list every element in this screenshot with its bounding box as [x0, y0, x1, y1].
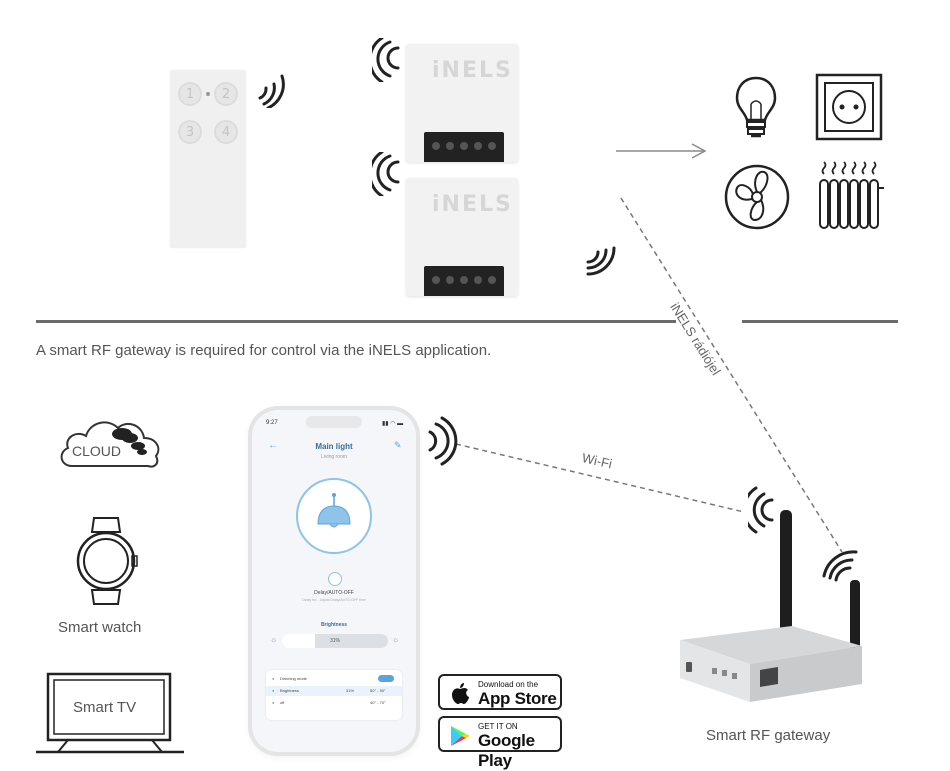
relay-terminal — [424, 132, 504, 162]
row-label: off — [280, 700, 285, 705]
arrow-right-icon — [616, 143, 707, 159]
row-highlight — [266, 686, 402, 696]
section-divider — [36, 320, 676, 323]
antenna-left — [780, 510, 792, 650]
app-store-big: App Store — [478, 689, 557, 708]
row-extra: 40° - 70° — [370, 700, 386, 705]
relay-signal-icon — [372, 152, 400, 196]
brightness-slider-fill — [282, 634, 315, 648]
google-play-big: Google Play — [478, 731, 535, 770]
gateway-note: A smart RF gateway is required for contr… — [36, 342, 492, 359]
app-store-badge[interactable]: Download on the App Store — [438, 674, 562, 710]
device-subtitle: Living room — [321, 454, 347, 460]
phone-mockup: 9:27 ▮▮ ◠ ▬ ← ✎ Main light Living room D… — [252, 410, 416, 752]
lamp-toggle[interactable] — [296, 478, 372, 554]
rf-gateway-device — [680, 510, 862, 702]
settings-card: ● Dimming mode ● Brightness 31% 50° - 90… — [266, 670, 402, 720]
radiator-icon — [819, 161, 884, 229]
remote-button-2: 2 — [214, 82, 238, 106]
device-title: Main light — [315, 442, 353, 451]
brightness-down-icon[interactable]: ☼ — [270, 635, 278, 644]
watch-icon — [76, 517, 138, 605]
remote-led — [206, 92, 210, 96]
relay-brand: iNELS — [432, 192, 513, 217]
section-divider — [742, 320, 898, 323]
relay-brand: iNELS — [432, 58, 513, 83]
delay-sub: Delay for... Adjust Delay/AUTO-OFF time — [302, 598, 366, 602]
edit-icon[interactable]: ✎ — [394, 440, 402, 450]
dimming-toggle[interactable] — [378, 675, 394, 682]
cloud-icon — [60, 421, 160, 468]
light-bulb-icon — [735, 76, 777, 138]
timer-icon[interactable] — [328, 572, 342, 586]
cloud-label: CLOUD — [72, 443, 122, 459]
remote-button-4: 4 — [214, 120, 238, 144]
google-play-badge[interactable]: GET IT ON Google Play — [438, 716, 562, 770]
remote-button-3: 3 — [178, 120, 202, 144]
gateway-radio-signal-icon — [822, 550, 858, 582]
tv-icon — [36, 672, 184, 754]
app-store-small: Download on the — [478, 680, 539, 689]
row-extra: 50° - 90° — [370, 688, 386, 693]
remote-control: 1 2 3 4 — [170, 70, 246, 248]
row-value: 31% — [346, 688, 355, 693]
status-icons: ▮▮ ◠ ▬ — [382, 421, 404, 427]
phone-notch — [306, 416, 362, 428]
phone-signal-icon — [428, 416, 458, 466]
pendant-lamp-icon — [317, 493, 351, 528]
back-icon[interactable]: ← — [268, 440, 278, 451]
row-icon: ● — [272, 700, 275, 705]
row-label: Brightness — [280, 688, 299, 693]
google-play-icon — [451, 726, 470, 746]
relay-signal-out-icon — [586, 246, 616, 276]
socket-icon — [815, 73, 883, 141]
status-time: 9:27 — [266, 420, 278, 426]
smart-watch-label: Smart watch — [58, 619, 142, 636]
row-icon: ● — [272, 688, 275, 693]
delay-label: Delay/AUTO-OFF — [314, 590, 354, 596]
row-label: Dimming mode — [280, 676, 307, 681]
apple-icon — [452, 683, 469, 704]
gateway-label: Smart RF gateway — [706, 727, 831, 744]
fan-icon — [724, 164, 790, 230]
antenna-right — [850, 580, 860, 660]
gateway-signal-icon — [748, 486, 774, 534]
row-icon: ● — [272, 676, 275, 681]
remote-signal-icon — [258, 74, 285, 108]
brightness-label: Brightness — [320, 622, 348, 628]
brightness-value: 31% — [330, 638, 341, 644]
relay-module-1: iNELS — [406, 44, 518, 162]
google-play-small: GET IT ON — [478, 722, 518, 731]
relay-terminal — [424, 266, 504, 296]
relay-signal-icon — [372, 38, 400, 82]
brightness-slider[interactable] — [282, 634, 388, 648]
relay-module-2: iNELS — [406, 178, 518, 296]
smart-tv-label: Smart TV — [73, 699, 137, 716]
remote-button-1: 1 — [178, 82, 202, 106]
brightness-up-icon[interactable]: ☼ — [392, 635, 400, 644]
